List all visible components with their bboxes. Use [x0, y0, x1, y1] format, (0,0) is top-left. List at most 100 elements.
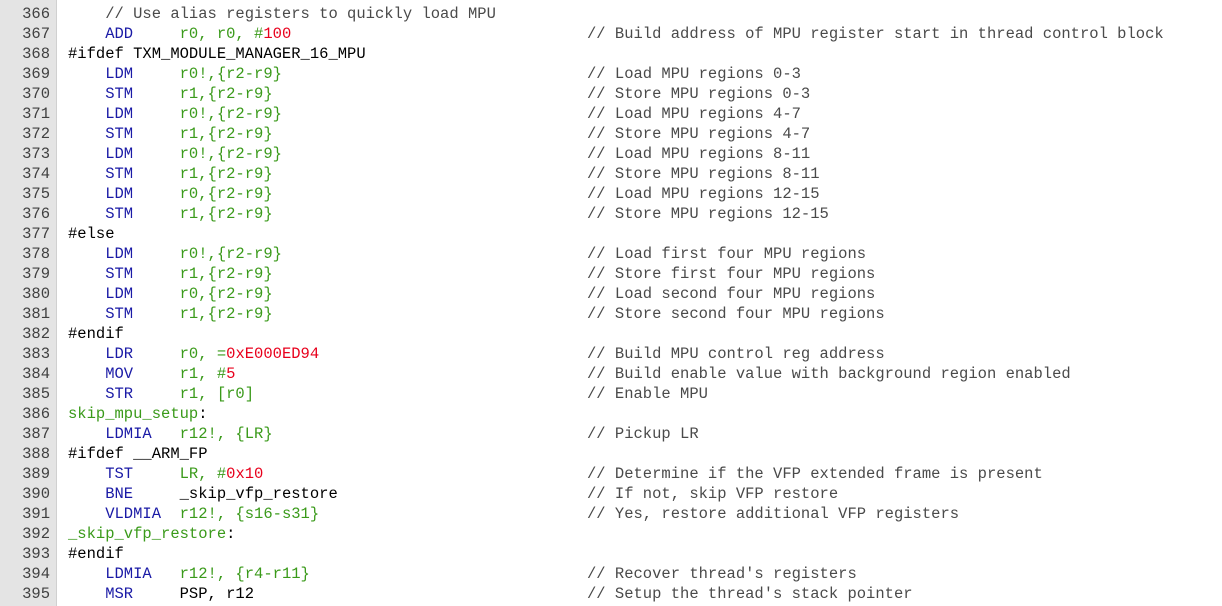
- line-number: 368: [22, 45, 50, 63]
- code-text: LDM r0!,{r2-r9}: [68, 104, 282, 124]
- instruction-token: MOV: [68, 365, 180, 383]
- operand-token: r0, =: [179, 345, 227, 363]
- line-number: 389: [22, 465, 50, 483]
- code-line[interactable]: 389 TST LR, #0x10// Determine if the VFP…: [0, 464, 1222, 484]
- code-line[interactable]: 384 MOV r1, #5// Build enable value with…: [0, 364, 1222, 384]
- code-comment: // Store second four MPU regions: [587, 305, 885, 323]
- code-text: STM r1,{r2-r9}: [68, 204, 273, 224]
- instruction-token: STM: [68, 305, 180, 323]
- code-line[interactable]: 381 STM r1,{r2-r9}// Store second four M…: [0, 304, 1222, 324]
- code-text: LDM r0,{r2-r9}: [68, 284, 273, 304]
- code-text: // Use alias registers to quickly load M…: [68, 4, 496, 24]
- operand-token: r1,{r2-r9}: [179, 125, 273, 143]
- operand-token: r0,{r2-r9}: [179, 285, 273, 303]
- instruction-token: LDM: [68, 65, 180, 83]
- line-number: 395: [22, 585, 50, 603]
- code-line[interactable]: 379 STM r1,{r2-r9}// Store first four MP…: [0, 264, 1222, 284]
- code-line[interactable]: 393#endif: [0, 544, 1222, 564]
- preprocessor-directive: #ifdef __ARM_FP: [68, 445, 208, 463]
- code-line[interactable]: 376 STM r1,{r2-r9} // Store MPU regions 1…: [0, 204, 1222, 224]
- code-line[interactable]: 394 LDMIA r12!, {r4-r11}// Recover threa…: [0, 564, 1222, 584]
- code-text: STM r1,{r2-r9}: [68, 164, 272, 184]
- code-text: STM r1,{r2-r9}: [68, 264, 272, 284]
- code-label: skip_mpu_setup: [68, 405, 199, 423]
- code-text: STM r1,{r2-r9}: [68, 304, 272, 324]
- operand-token: r1,{r2-r9}: [179, 85, 273, 103]
- line-number: 390: [22, 485, 50, 503]
- line-number: 380: [22, 285, 50, 303]
- code-comment: // Enable MPU: [587, 385, 708, 403]
- instruction-token: STM: [68, 205, 180, 223]
- line-number: 378: [22, 245, 50, 263]
- code-comment: // Load MPU regions 12-15: [587, 185, 820, 203]
- operand-token: r0, r0, #: [179, 25, 264, 43]
- code-comment: // Store MPU regions 8-11: [587, 165, 820, 183]
- code-line[interactable]: 377#else: [0, 224, 1222, 244]
- code-line[interactable]: 390 BNE _skip_vfp_restore// If not, skip…: [0, 484, 1222, 504]
- code-line[interactable]: 382#endif: [0, 324, 1222, 344]
- instruction-token: LDMIA: [68, 565, 180, 583]
- operand-token: r0!,{r2-r9}: [179, 65, 282, 83]
- code-line[interactable]: 372 STM r1,{r2-r9}// Store MPU regions 4…: [0, 124, 1222, 144]
- operand-token: r0!,{r2-r9}: [179, 145, 282, 163]
- code-comment: // Store MPU regions 12-15: [587, 205, 829, 223]
- numeric-literal: 0xE000ED94: [226, 345, 320, 363]
- line-number: 366: [22, 5, 50, 23]
- code-token: PSP, r12: [179, 585, 255, 603]
- code-line[interactable]: 368 #ifdef TXM_MODULE_MANAGER_16_MPU: [0, 44, 1222, 64]
- code-line[interactable]: 383 LDR r0, =0xE000ED94// Build MPU cont…: [0, 344, 1222, 364]
- code-line[interactable]: 373 LDM r0!,{r2-r9}// Load MPU regions 8…: [0, 144, 1222, 164]
- instruction-token: STM: [68, 125, 180, 143]
- code-line[interactable]: 391 VLDMIA r12!, {s16-s31}// Yes, restor…: [0, 504, 1222, 524]
- code-text: _skip_vfp_restore:: [68, 524, 235, 544]
- code-text: LDM r0!,{r2-r9}: [68, 144, 282, 164]
- code-text: BNE _skip_vfp_restore: [68, 484, 338, 504]
- code-comment: // Pickup LR: [587, 425, 699, 443]
- code-line[interactable]: 392_skip_vfp_restore:: [0, 524, 1222, 544]
- code-comment: // Store first four MPU regions: [587, 265, 876, 283]
- operand-token: r1,{r2-r9}: [179, 205, 273, 223]
- code-text: #ifdef TXM_MODULE_MANAGER_16_MPU: [68, 44, 366, 64]
- line-number: 372: [22, 125, 50, 143]
- code-line[interactable]: 378 LDM r0!,{r2-r9}// Load first four MP…: [0, 244, 1222, 264]
- code-line[interactable]: 380 LDM r0,{r2-r9}// Load second four MP…: [0, 284, 1222, 304]
- code-label: _skip_vfp_restore: [68, 525, 227, 543]
- operand-token: r12!, {s16-s31}: [179, 505, 320, 523]
- line-number: 388: [22, 445, 50, 463]
- code-line[interactable]: 374 STM r1,{r2-r9} // Store MPU regions 8…: [0, 164, 1222, 184]
- line-number: 394: [22, 565, 50, 583]
- instruction-token: VLDMIA: [68, 505, 180, 523]
- code-line[interactable]: 371 LDM r0!,{r2-r9}// Load MPU regions 4…: [0, 104, 1222, 124]
- code-line[interactable]: 369 LDM r0!,{r2-r9}// Load MPU regions 0…: [0, 64, 1222, 84]
- code-line[interactable]: 387 LDMIA r12!, {LR}// Pickup LR: [0, 424, 1222, 444]
- operand-token: r1, #: [179, 365, 227, 383]
- preprocessor-directive: #else: [68, 225, 115, 243]
- code-text: LDM r0!,{r2-r9}: [68, 244, 282, 264]
- code-line[interactable]: 388 #ifdef __ARM_FP: [0, 444, 1222, 464]
- instruction-token: STM: [68, 265, 180, 283]
- code-token: :: [226, 525, 236, 543]
- code-comment: // Build enable value with background re…: [587, 365, 1071, 383]
- line-number: 374: [22, 165, 50, 183]
- code-line[interactable]: 370 STM r1,{r2-r9}// Store MPU regions 0…: [0, 84, 1222, 104]
- code-line[interactable]: 385 STR r1, [r0]// Enable MPU: [0, 384, 1222, 404]
- line-number: 387: [22, 425, 50, 443]
- code-text: STR r1, [r0]: [68, 384, 254, 404]
- instruction-token: ADD: [68, 25, 180, 43]
- instruction-token: LDM: [68, 105, 180, 123]
- code-line[interactable]: 375 LDM r0,{r2-r9}// Load MPU regions 12…: [0, 184, 1222, 204]
- instruction-token: LDM: [68, 185, 180, 203]
- line-number: 376: [22, 205, 50, 223]
- code-line[interactable]: 366 // Use alias registers to quickly lo…: [0, 4, 1222, 24]
- instruction-token: STM: [68, 85, 180, 103]
- line-number: 393: [22, 545, 50, 563]
- code-line[interactable]: 367 ADD r0, r0, #100// Build address of …: [0, 24, 1222, 44]
- code-text: LDR r0, =0xE000ED94: [68, 344, 319, 364]
- operand-token: r0!,{r2-r9}: [179, 105, 282, 123]
- code-comment: // Yes, restore additional VFP registers: [587, 505, 960, 523]
- code-text: TST LR, #0x10: [68, 464, 263, 484]
- code-line[interactable]: 395 MSR PSP, r12// Setup the thread's st…: [0, 584, 1222, 604]
- code-lines: 366 // Use alias registers to quickly lo…: [0, 4, 1222, 604]
